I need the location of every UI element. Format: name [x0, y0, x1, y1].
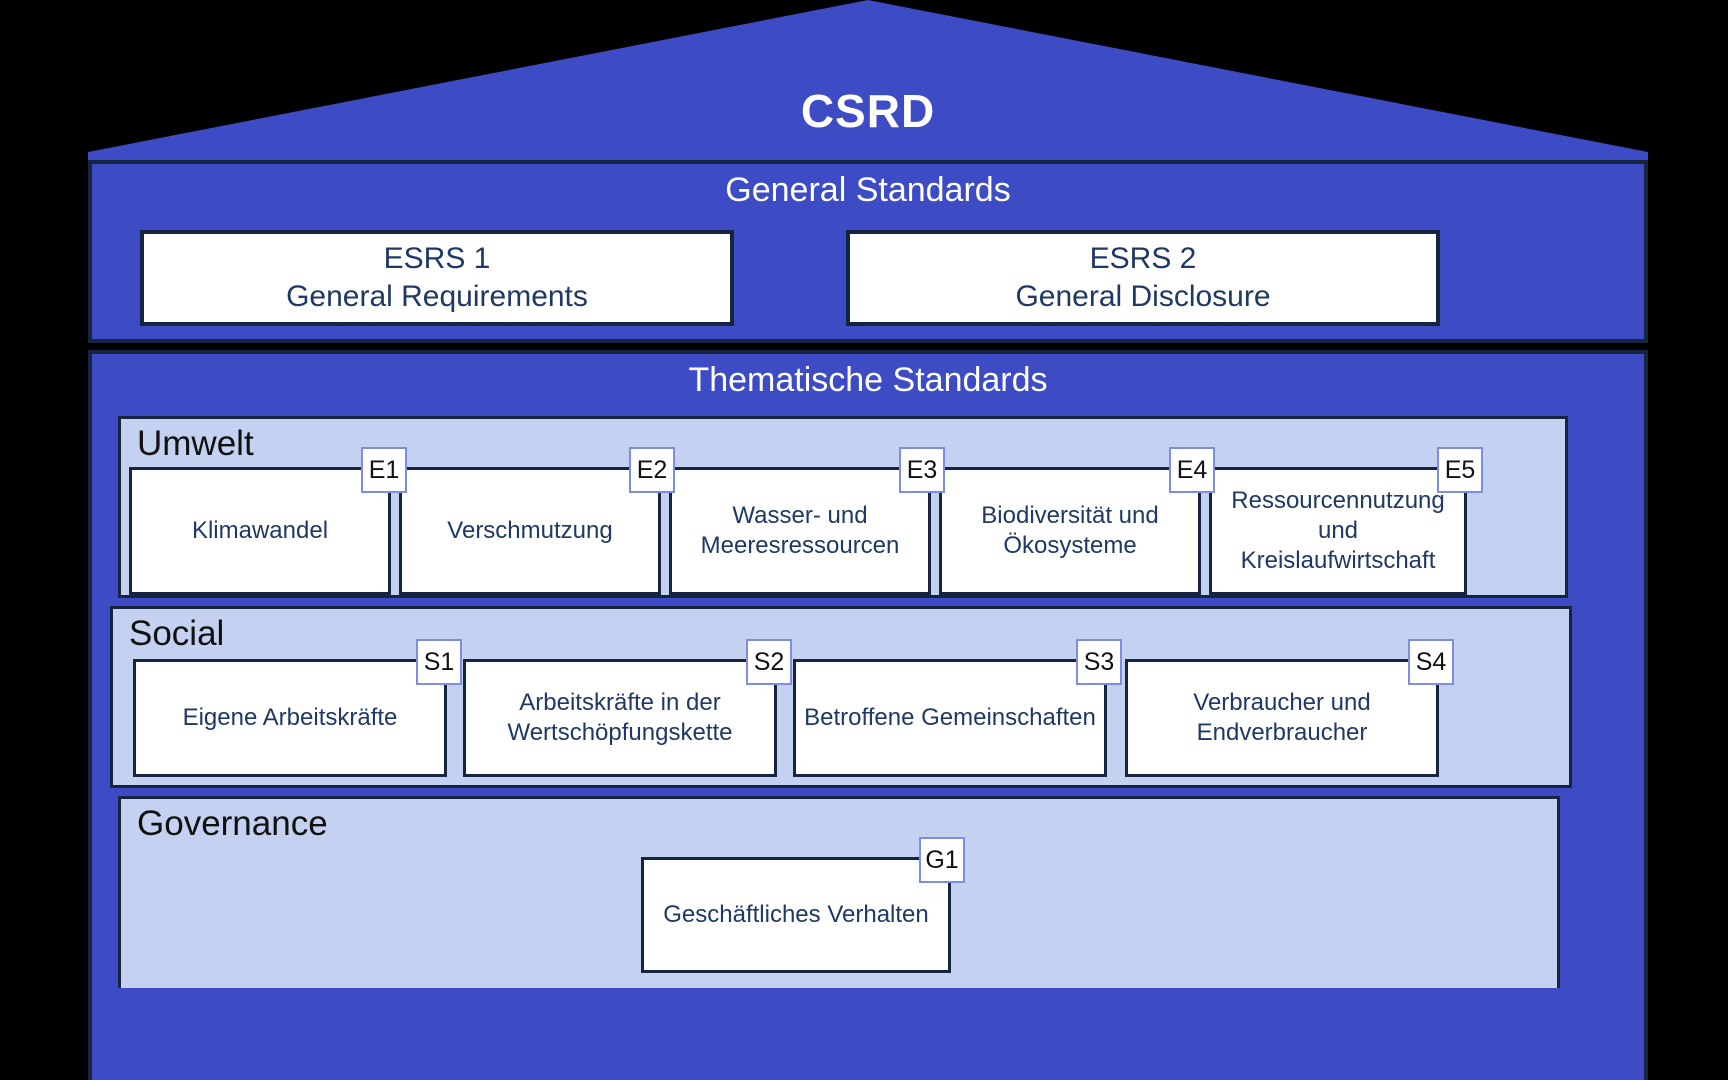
topic-label-s4: Verbraucher und Endverbraucher	[1193, 689, 1371, 746]
topic-badge-e4: E4	[1169, 447, 1215, 493]
topic-badge-e2: E2	[629, 447, 675, 493]
topic-label-e5: Ressourcennutzung und Kreislaufwirtschaf…	[1231, 487, 1445, 574]
topic-box-e2[interactable]: Verschmutzung	[399, 467, 661, 595]
topic-label-e4: Biodiversität und Ökosysteme	[981, 502, 1159, 559]
thematic-standards-title: Thematische Standards	[688, 361, 1048, 399]
pillar-social-label: Social	[129, 614, 225, 653]
roof-triangle-svg	[88, 0, 1648, 160]
topic-badge-s3: S3	[1076, 639, 1122, 685]
roof-shape: CSRD	[88, 0, 1648, 160]
roof-title: CSRD	[800, 85, 936, 137]
topic-label-e1: Klimawandel	[191, 517, 329, 544]
thematic-standards-section: Thematische Standards Umwelt Klimawandel…	[88, 350, 1648, 1080]
general-standards-title: General Standards	[725, 171, 1011, 209]
topic-box-e5[interactable]: Ressourcennutzung und Kreislaufwirtschaf…	[1209, 467, 1467, 595]
pillar-social: Social Eigene Arbeitskräfte S1 Arbeitskr…	[110, 606, 1572, 788]
general-standard-box-esrs1[interactable]: ESRS 1 General Requirements	[140, 230, 734, 326]
esrs1-name: General Requirements	[286, 280, 588, 313]
topic-badge-e3: E3	[899, 447, 945, 493]
topic-badge-e1: E1	[361, 447, 407, 493]
topic-label-g1: Geschäftliches Verhalten	[663, 901, 929, 928]
pillar-umwelt-label: Umwelt	[137, 424, 254, 463]
topic-box-g1[interactable]: Geschäftliches Verhalten	[641, 857, 951, 973]
topic-badge-s4: S4	[1408, 639, 1454, 685]
topic-box-s3[interactable]: Betroffene Gemeinschaften	[793, 659, 1107, 777]
pillar-umwelt: Umwelt Klimawandel E1 Verschmutzung E2 W…	[118, 416, 1568, 598]
topic-label-s3: Betroffene Gemeinschaften	[804, 704, 1096, 731]
topic-box-e3[interactable]: Wasser- und Meeresressourcen	[669, 467, 931, 595]
pillar-governance: Governance Geschäftliches Verhalten G1	[118, 796, 1560, 988]
pillar-governance-label: Governance	[137, 804, 328, 843]
topic-badge-e5: E5	[1437, 447, 1483, 493]
topic-box-e4[interactable]: Biodiversität und Ökosysteme	[939, 467, 1201, 595]
topic-badge-g1: G1	[919, 837, 965, 883]
topic-box-e1[interactable]: Klimawandel	[129, 467, 391, 595]
topic-label-s1: Eigene Arbeitskräfte	[182, 704, 398, 731]
topic-label-s2: Arbeitskräfte in der Wertschöpfungskette	[507, 689, 733, 746]
esrs1-code: ESRS 1	[383, 241, 491, 275]
topic-badge-s1: S1	[416, 639, 462, 685]
topic-badge-s2: S2	[746, 639, 792, 685]
topic-box-s2[interactable]: Arbeitskräfte in der Wertschöpfungskette	[463, 659, 777, 777]
esrs2-code: ESRS 2	[1089, 241, 1197, 275]
topic-box-s1[interactable]: Eigene Arbeitskräfte	[133, 659, 447, 777]
general-standards-section: General Standards ESRS 1 General Require…	[88, 160, 1648, 343]
topic-label-e3: Wasser- und Meeresressourcen	[700, 502, 900, 559]
esrs2-name: General Disclosure	[1015, 280, 1271, 313]
general-standard-box-esrs2[interactable]: ESRS 2 General Disclosure	[846, 230, 1440, 326]
topic-label-e2: Verschmutzung	[447, 517, 613, 544]
topic-box-s4[interactable]: Verbraucher und Endverbraucher	[1125, 659, 1439, 777]
